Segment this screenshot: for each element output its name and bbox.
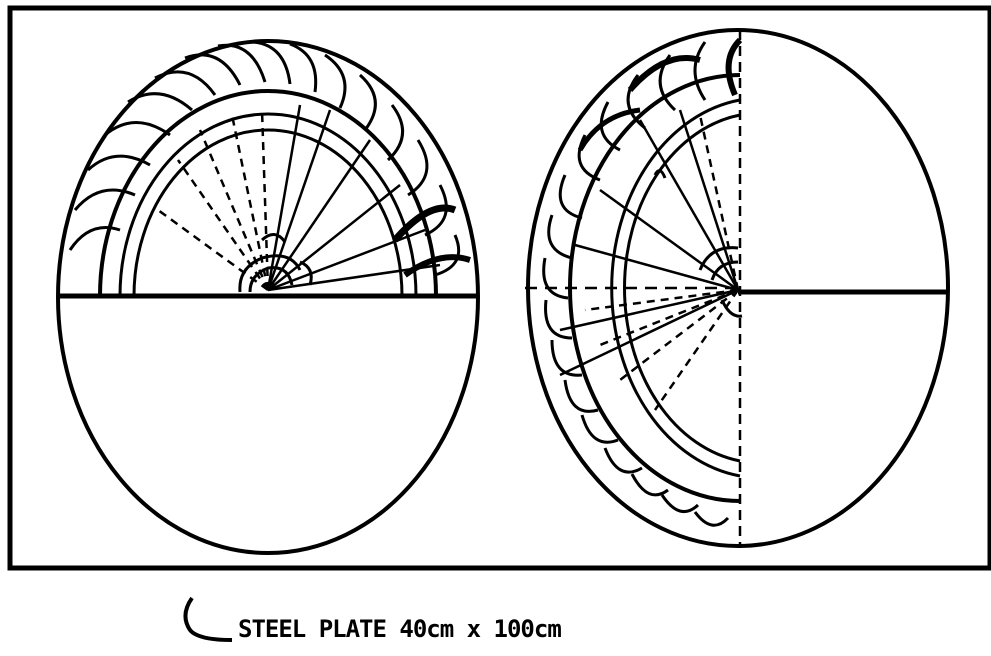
left-wheel-vanes (68, 40, 471, 278)
left-wheel-inner-arc-3 (132, 128, 404, 297)
right-wheel-hub (653, 169, 743, 318)
caption-leader (183, 596, 233, 642)
left-wheel (56, 39, 480, 555)
right-wheel-vanes (542, 37, 743, 527)
right-wheel-inner-arc-1 (568, 73, 741, 503)
left-wheel-dashed-spokes (157, 109, 270, 292)
right-wheel-inner-arc-2 (610, 98, 741, 478)
left-wheel-inner-arc-1 (98, 89, 438, 297)
left-wheel-inner-arc-2 (118, 112, 418, 297)
right-wheel-inner-arc-3 (623, 113, 741, 463)
steel-plate-outline (7, 5, 991, 571)
right-wheel-dashed-spokes (584, 114, 740, 411)
caption-steel-plate: STEEL PLATE 40cm x 100cm (238, 615, 562, 643)
left-wheel-hub (238, 233, 313, 293)
right-wheel-spokes (559, 109, 740, 377)
left-wheel-spokes (266, 104, 441, 292)
right-wheel (525, 28, 950, 548)
